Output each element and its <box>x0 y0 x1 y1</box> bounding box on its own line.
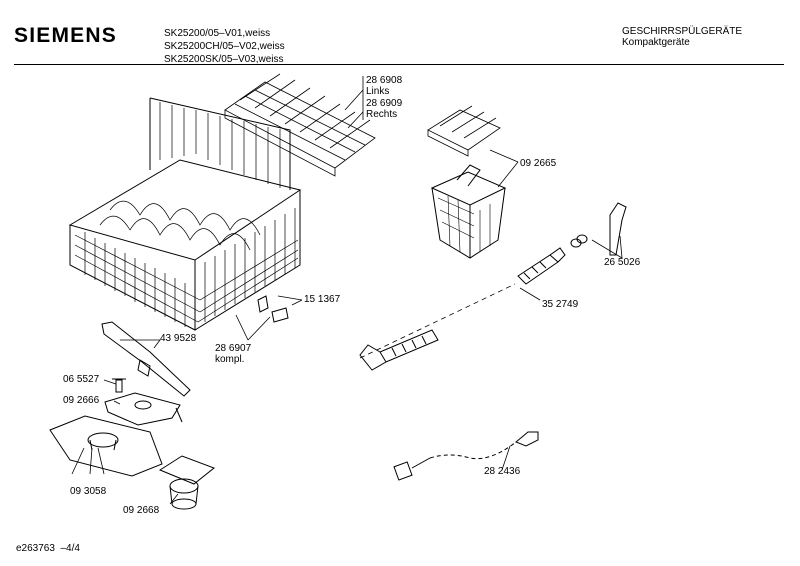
part-151367: 15 1367 <box>304 294 341 305</box>
hook-clip-drawing <box>570 202 627 256</box>
part-092666: 09 2666 <box>63 395 100 406</box>
t-connector-drawing <box>257 295 289 323</box>
brand-logo: SIEMENS <box>14 24 117 47</box>
label-links: Links <box>366 86 390 97</box>
filter-base-drawing <box>49 415 163 477</box>
part-092668: 09 2668 <box>123 505 160 516</box>
spray-arm-drawing <box>101 321 191 397</box>
cutlery-basket-drawing <box>430 164 507 259</box>
leader-lines <box>71 76 623 505</box>
part-282436: 28 2436 <box>484 466 521 477</box>
part-286909: 28 6909 <box>366 98 403 109</box>
category-title: GESCHIRRSPÜLGERÄTE <box>622 26 743 37</box>
screw-drawing <box>112 378 126 393</box>
part-065527: 06 5527 <box>63 374 100 385</box>
model-list: SK25200/05–V01,weiss SK25200CH/05–V02,we… <box>164 27 285 66</box>
assembly-dashed-line <box>359 283 516 359</box>
part-439528: 43 9528 <box>160 333 197 344</box>
model-line-3: SK25200SK/05–V03,weiss <box>164 54 284 65</box>
label-rechts: Rechts <box>366 109 398 120</box>
cup-rack-drawing <box>224 73 376 177</box>
filter-tray-drawing <box>427 105 501 157</box>
category-block: GESCHIRRSPÜLGERÄTE Kompaktgeräte <box>622 26 742 48</box>
dish-basket-drawing <box>68 97 302 331</box>
page-number: –4/4 <box>60 543 80 554</box>
part-093058: 09 3058 <box>70 486 107 497</box>
cable-drawing <box>393 431 539 481</box>
part-286907: 28 6907 <box>215 343 252 354</box>
model-line-1: SK25200/05–V01,weiss <box>164 28 271 39</box>
category-subtitle: Kompaktgeräte <box>622 37 690 48</box>
holder-drawing <box>104 392 183 426</box>
label-kompl: kompl. <box>215 354 245 365</box>
part-352749: 35 2749 <box>542 299 579 310</box>
part-092665: 09 2665 <box>520 158 557 169</box>
header-divider <box>14 64 784 65</box>
footer: e263763 –4/4 <box>16 543 80 554</box>
part-286908: 28 6908 <box>366 75 403 86</box>
hose-pipe-drawing <box>359 247 566 371</box>
model-line-2: SK25200CH/05–V02,weiss <box>164 41 285 52</box>
sump-filter-drawing <box>158 455 215 510</box>
doc-id: e263763 <box>16 543 55 554</box>
part-265026: 26 5026 <box>604 257 641 268</box>
